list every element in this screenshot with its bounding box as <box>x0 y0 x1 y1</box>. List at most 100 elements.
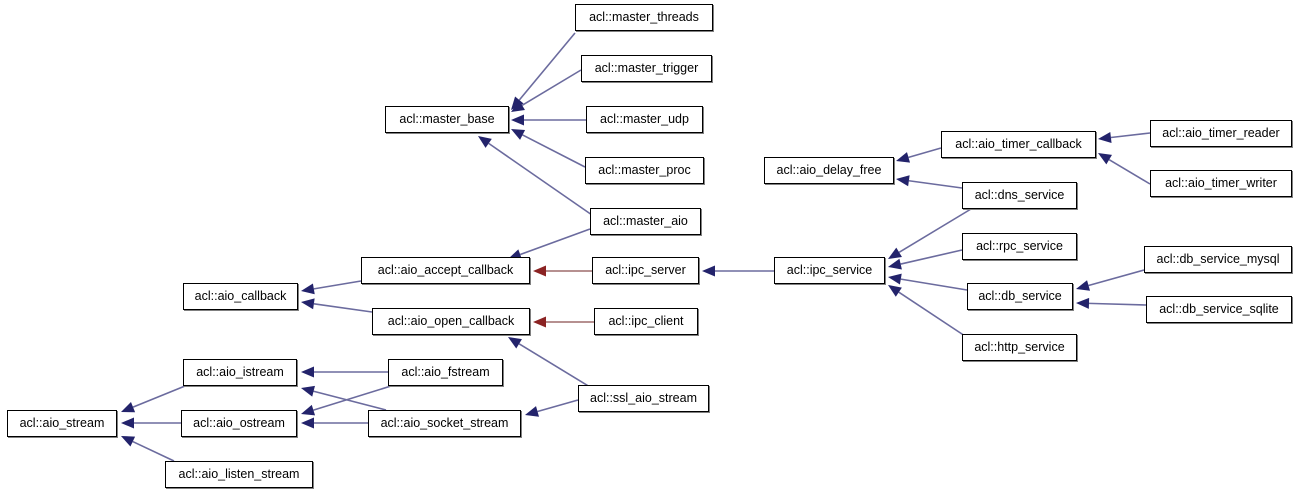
class-node-aio_ostream[interactable]: acl::aio_ostream <box>181 410 297 437</box>
edge-inheritance <box>1098 153 1151 185</box>
edge-inheritance <box>1098 132 1151 143</box>
class-node-master_udp[interactable]: acl::master_udp <box>586 106 703 133</box>
class-node-master_proc[interactable]: acl::master_proc <box>585 157 704 184</box>
edge-inheritance <box>896 175 963 189</box>
class-node-label: acl::aio_fstream <box>401 365 490 380</box>
class-node-label: acl::aio_open_callback <box>387 314 515 329</box>
arrowhead-icon <box>121 417 134 429</box>
edge-line <box>313 385 392 411</box>
edge-line <box>1088 302 1147 306</box>
arrowhead-icon <box>1098 132 1112 143</box>
class-node-rpc_service[interactable]: acl::rpc_service <box>962 233 1077 260</box>
class-node-ipc_client[interactable]: acl::ipc_client <box>594 308 698 335</box>
arrowhead-icon <box>888 285 902 297</box>
class-node-aio_timer_callback[interactable]: acl::aio_timer_callback <box>941 131 1096 158</box>
class-node-ssl_aio_stream[interactable]: acl::ssl_aio_stream <box>578 385 709 412</box>
edge-line <box>313 390 387 411</box>
edge-line <box>537 399 579 413</box>
arrowhead-icon <box>301 298 315 310</box>
edge-line <box>488 142 593 216</box>
arrowhead-icon <box>888 247 902 259</box>
class-node-master_aio[interactable]: acl::master_aio <box>590 208 701 235</box>
class-node-aio_stream[interactable]: acl::aio_stream <box>7 410 117 437</box>
edge-line <box>132 385 186 408</box>
class-node-ipc_server[interactable]: acl::ipc_server <box>592 257 699 284</box>
edge-inheritance <box>888 273 968 291</box>
edge-line <box>898 291 969 339</box>
class-node-master_threads[interactable]: acl::master_threads <box>575 4 713 31</box>
arrowhead-icon <box>511 114 524 126</box>
edge-line <box>522 134 586 168</box>
edge-inheritance <box>301 366 388 378</box>
class-node-label: acl::aio_listen_stream <box>178 467 300 482</box>
edge-line <box>521 69 582 106</box>
edge-inheritance <box>1076 297 1147 309</box>
arrowhead-icon <box>525 406 540 417</box>
edge-inheritance <box>121 417 181 429</box>
class-node-db_service_mysql[interactable]: acl::db_service_mysql <box>1144 246 1292 273</box>
class-node-master_trigger[interactable]: acl::master_trigger <box>581 55 712 82</box>
class-node-label: acl::ipc_server <box>605 263 686 278</box>
edge-inheritance <box>511 114 586 126</box>
edge-inheritance <box>511 32 576 110</box>
arrowhead-icon <box>533 316 546 328</box>
class-node-aio_timer_reader[interactable]: acl::aio_timer_reader <box>1150 120 1292 147</box>
arrowhead-icon <box>301 385 315 397</box>
edge-inheritance <box>121 385 186 413</box>
arrowhead-icon <box>511 100 525 112</box>
class-node-aio_open_callback[interactable]: acl::aio_open_callback <box>372 308 530 335</box>
class-node-aio_istream[interactable]: acl::aio_istream <box>183 359 297 386</box>
class-node-label: acl::master_aio <box>603 214 688 229</box>
class-node-label: acl::db_service <box>978 289 1062 304</box>
edge-line <box>1088 269 1145 287</box>
class-node-label: acl::aio_accept_callback <box>377 263 514 278</box>
edge-inheritance <box>896 147 942 163</box>
edge-inheritance <box>888 285 969 339</box>
edge-line <box>900 249 963 265</box>
edge-line <box>519 228 591 256</box>
class-node-label: acl::master_proc <box>598 163 691 178</box>
edge-line <box>518 343 591 388</box>
class-node-label: acl::rpc_service <box>976 239 1063 254</box>
arrowhead-icon <box>888 273 902 285</box>
arrowhead-icon <box>121 402 136 413</box>
arrowhead-icon <box>508 337 522 349</box>
edge-inheritance <box>888 249 963 270</box>
class-node-aio_timer_writer[interactable]: acl::aio_timer_writer <box>1150 170 1292 197</box>
edge-inheritance <box>508 337 591 388</box>
class-node-ipc_service[interactable]: acl::ipc_service <box>774 257 885 284</box>
class-node-label: acl::master_trigger <box>594 61 699 76</box>
edge-line <box>908 147 942 159</box>
edge-inheritance <box>702 265 774 277</box>
edge-usage <box>533 265 592 277</box>
class-node-label: acl::ipc_client <box>608 314 684 329</box>
class-node-master_base[interactable]: acl::master_base <box>385 106 509 133</box>
class-node-http_service[interactable]: acl::http_service <box>962 334 1077 361</box>
class-node-label: acl::aio_timer_reader <box>1162 126 1280 141</box>
arrowhead-icon <box>896 175 910 187</box>
class-node-label: acl::aio_timer_callback <box>955 137 1082 152</box>
class-node-db_service[interactable]: acl::db_service <box>967 283 1073 310</box>
arrowhead-icon <box>1098 153 1112 165</box>
edge-line <box>900 278 968 291</box>
class-node-label: acl::master_base <box>399 112 495 127</box>
class-node-dns_service[interactable]: acl::dns_service <box>962 182 1077 209</box>
edge-line <box>313 303 373 313</box>
arrowhead-icon <box>702 265 715 277</box>
class-node-aio_delay_free[interactable]: acl::aio_delay_free <box>764 157 894 184</box>
class-node-db_service_sqlite[interactable]: acl::db_service_sqlite <box>1146 296 1292 323</box>
edge-inheritance <box>301 385 387 411</box>
class-node-aio_accept_callback[interactable]: acl::aio_accept_callback <box>361 257 530 284</box>
edge-inheritance <box>508 228 591 260</box>
class-node-aio_socket_stream[interactable]: acl::aio_socket_stream <box>368 410 521 437</box>
class-node-label: acl::db_service_sqlite <box>1159 302 1279 317</box>
class-node-label: acl::ipc_service <box>786 263 873 278</box>
class-node-label: acl::aio_timer_writer <box>1165 176 1277 191</box>
edge-inheritance <box>478 136 593 216</box>
class-node-aio_callback[interactable]: acl::aio_callback <box>183 283 298 310</box>
arrowhead-icon <box>301 404 316 416</box>
edge-line <box>132 440 175 462</box>
class-node-aio_fstream[interactable]: acl::aio_fstream <box>388 359 503 386</box>
class-node-aio_listen_stream[interactable]: acl::aio_listen_stream <box>165 461 313 488</box>
